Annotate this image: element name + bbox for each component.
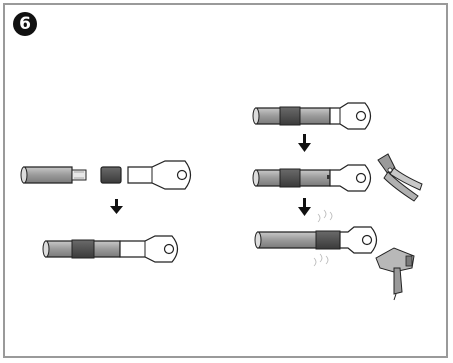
- down-arrow-icon: [298, 134, 311, 152]
- assembled-connector-group: [42, 235, 179, 263]
- step-number-badge: 6: [13, 12, 37, 36]
- crimped-connector-group: [252, 164, 372, 192]
- cable-end-icon: [20, 166, 87, 184]
- heat-shrunk-connector-group: [254, 226, 378, 254]
- down-arrow-icon: [110, 199, 123, 214]
- ring-terminal-icon: [127, 160, 192, 190]
- heat-gun-icon: [375, 247, 415, 301]
- crimp-sleeve-icon: [100, 166, 122, 184]
- down-arrow-icon: [298, 198, 311, 216]
- heat-waves-icon: [313, 209, 333, 267]
- exploded-parts-group: [20, 160, 192, 190]
- crimping-pliers-icon: [377, 153, 423, 202]
- positioned-connector-group: [252, 102, 372, 130]
